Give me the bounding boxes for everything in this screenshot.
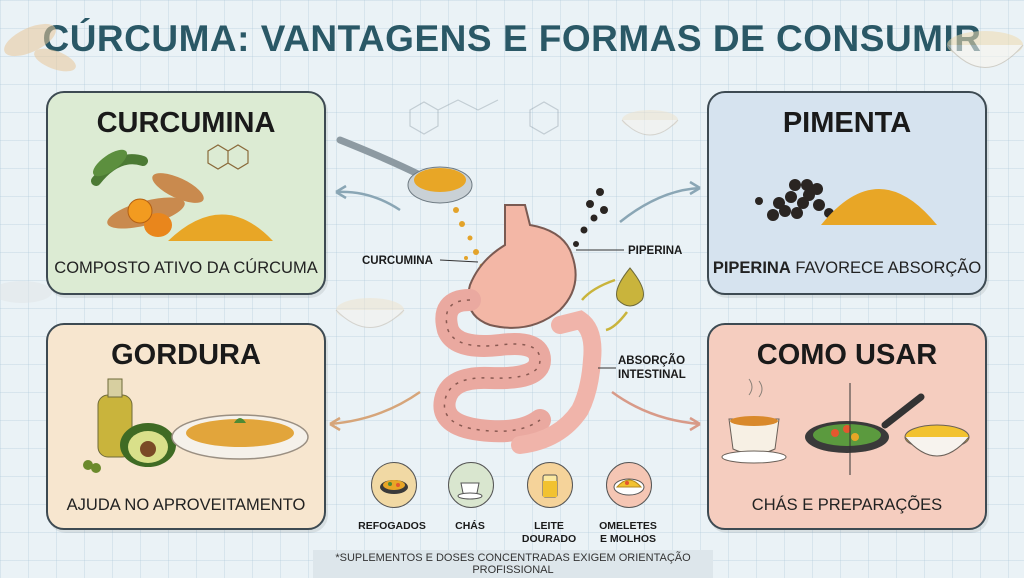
como-usar-card: COMO USAR CHÁS E PREPARAÇÕES: [707, 323, 987, 530]
food-label-line: CHÁS: [455, 520, 485, 532]
food-label-omeletes: OMELETES E MOLHOS: [588, 520, 668, 546]
pimenta-card-caption: PIPERINA FAVORECE ABSORÇÃO: [709, 259, 985, 278]
gordura-card: GORDURA AJUDA NO APROVEITAMENTO: [46, 323, 326, 530]
omelette-icon: [606, 462, 652, 508]
food-label-chas: CHÁS: [430, 520, 510, 533]
powder-bowl-sketch-icon: [946, 31, 1024, 68]
absorcao-label-line1: ABSORÇÃO: [618, 355, 686, 367]
como-usar-card-title: COMO USAR: [756, 339, 938, 371]
arrow-to-curcumina-card: [335, 190, 401, 212]
stomach-icon: [467, 204, 577, 329]
flow-arrows: [329, 180, 701, 432]
como-usar-card-caption: CHÁS E PREPARAÇÕES: [751, 496, 943, 514]
piperina-pointer-label: PIPERINA: [628, 245, 683, 257]
arrow-to-usar-card: [611, 390, 701, 426]
curcumina-card-title: CURCUMINA: [96, 107, 276, 139]
food-label-line: E MOLHOS: [599, 533, 656, 545]
curcumina-card: CURCUMINA COMPOSTO ATIVO DA CÚRCUMA: [46, 91, 326, 295]
bowl-sketch-icon: [0, 110, 679, 328]
arrow-to-pimenta-card: [619, 186, 701, 223]
pepper-turmeric-pile-icon: [755, 179, 937, 225]
tea-cup-icon: [448, 462, 494, 508]
piperina-bold-text: PIPERINA: [712, 259, 791, 277]
food-label-line: REFOGADOS: [358, 520, 426, 532]
turmeric-root-powder-icon: [91, 144, 273, 241]
pimenta-caption-rest: FAVORECE ABSORÇÃO: [790, 259, 982, 277]
pan-dish-icon: [371, 462, 417, 508]
absorcao-intestinal-label: ABSORÇÃO INTESTINAL: [618, 354, 686, 382]
turmeric-root-sketch-icon: [4, 23, 76, 72]
food-label-line: LEITE: [534, 520, 564, 532]
oil-avocado-dish-icon: [83, 378, 309, 473]
gordura-card-caption: AJUDA NO APROVEITAMENTO: [66, 496, 306, 514]
tea-pan-bowl-icon: [721, 378, 970, 475]
oil-drop-icon: [616, 267, 644, 307]
spoon-icon: [336, 136, 473, 204]
food-label-line: DOURADO: [521, 533, 577, 545]
curcumina-card-caption: COMPOSTO ATIVO DA CÚRCUMA: [54, 259, 318, 277]
large-intestine-icon: [511, 310, 602, 454]
footnote: *SUPLEMENTOS E DOSES CONCENTRADAS EXIGEM…: [313, 550, 713, 578]
food-label-leite-dourado: LEITE DOURADO: [509, 520, 589, 546]
gordura-card-title: GORDURA: [111, 339, 261, 371]
pimenta-card: PIMENTA PIPERINA FAVORECE ABSORÇÃO: [707, 91, 987, 295]
page-title: CÚRCUMA: VANTAGENS E FORMAS DE CONSUMIR: [42, 18, 982, 59]
curcumina-pointer-label: CURCUMINA: [362, 255, 433, 267]
food-label-refogados: REFOGADOS: [352, 520, 432, 533]
arrow-to-gordura-card: [329, 390, 421, 426]
food-label-line: OMELETES: [599, 520, 657, 532]
golden-milk-icon: [527, 462, 573, 508]
molecule-sketch-icon: [409, 99, 559, 135]
absorcao-label-line2: INTESTINAL: [618, 369, 686, 381]
pimenta-card-title: PIMENTA: [782, 107, 912, 139]
